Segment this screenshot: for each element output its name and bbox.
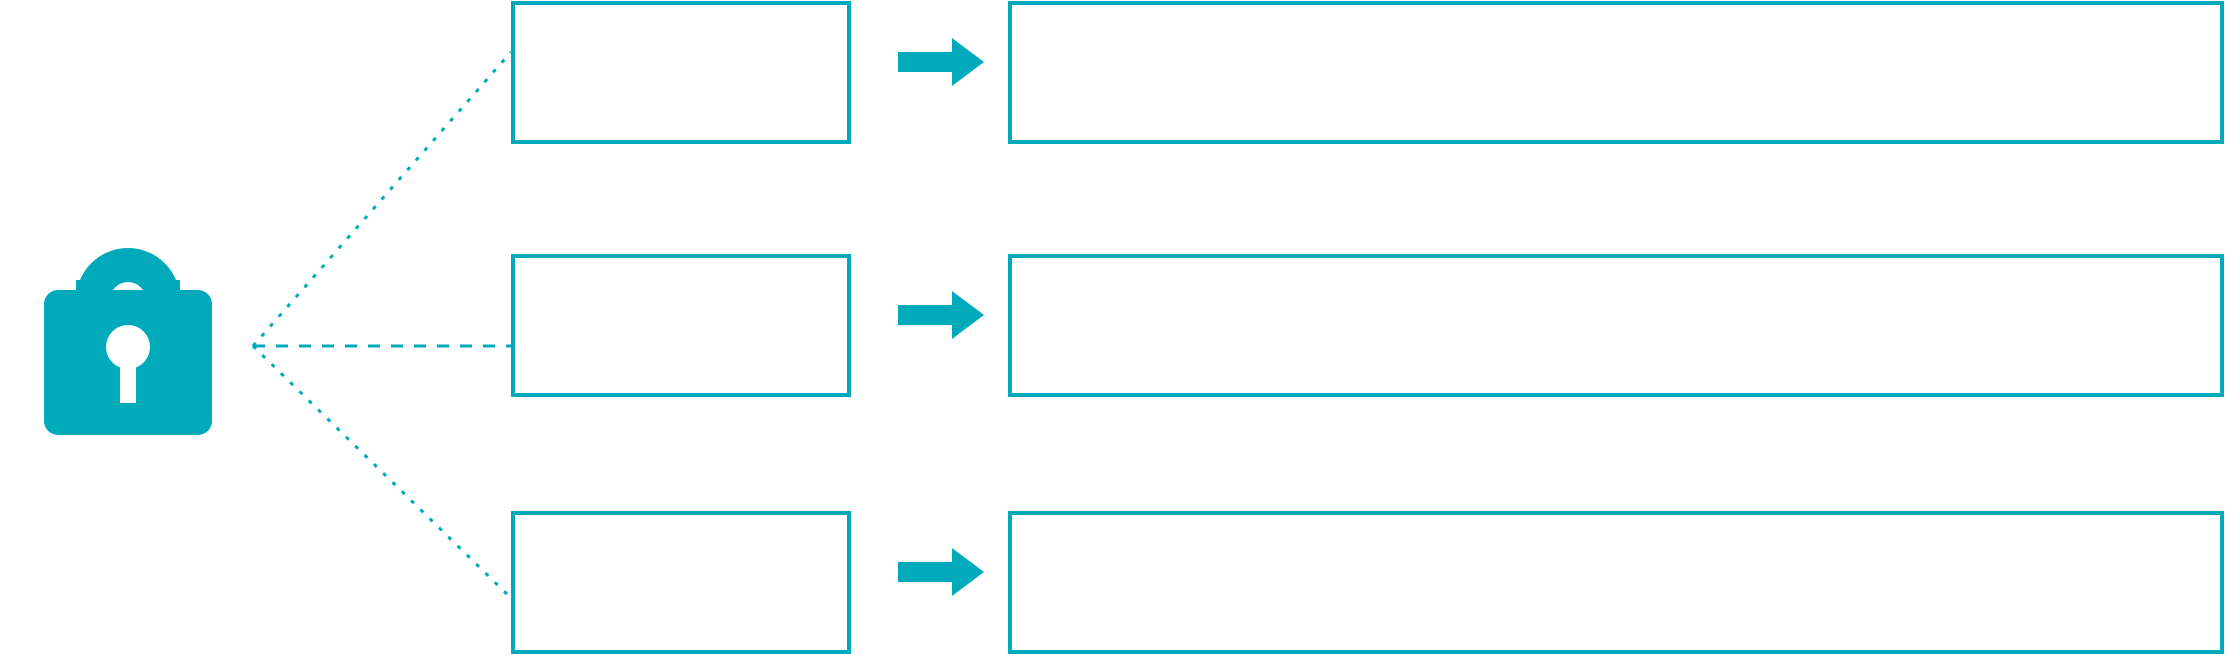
stage-one-label-row-2 — [515, 258, 847, 393]
stage-two-box-row-1[interactable] — [1008, 1, 2224, 144]
stage-two-label-row-3 — [1012, 515, 2220, 650]
stage-two-label-row-1 — [1012, 5, 2220, 140]
stage-two-box-row-2[interactable] — [1008, 254, 2224, 397]
right-arrow-icon — [898, 36, 984, 88]
stage-one-box-row-3[interactable] — [511, 511, 851, 654]
stage-one-box-row-2[interactable] — [511, 254, 851, 397]
stage-one-label-row-3 — [515, 515, 847, 650]
stage-two-box-row-3[interactable] — [1008, 511, 2224, 654]
right-arrow-icon — [898, 289, 984, 341]
stage-one-label-row-1 — [515, 5, 847, 140]
lock-icon — [28, 150, 228, 440]
connector-row-3 — [251, 344, 513, 600]
stage-two-label-row-2 — [1012, 258, 2220, 393]
stage-one-box-row-1[interactable] — [511, 1, 851, 144]
right-arrow-icon — [898, 546, 984, 598]
connector-row-1 — [251, 51, 513, 347]
